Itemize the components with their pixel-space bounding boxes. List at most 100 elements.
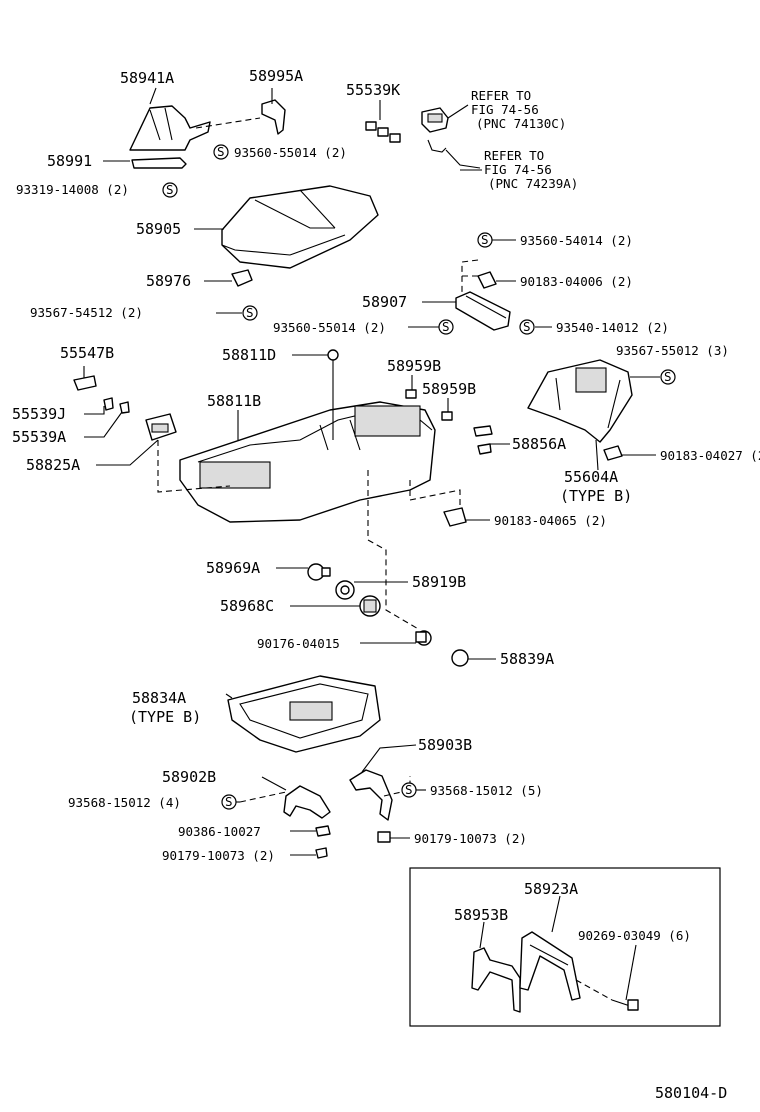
label-93567-55012: 93567-55012 (3) bbox=[616, 343, 729, 358]
label-93568-15012-left: 93568-15012 (4) bbox=[68, 795, 181, 810]
part-58968C-drawing bbox=[359, 595, 381, 617]
label-90386-10027: 90386-10027 bbox=[178, 824, 261, 839]
label-58811D: 58811D bbox=[222, 346, 276, 364]
label-58919B: 58919B bbox=[412, 573, 466, 591]
label-58811B: 58811B bbox=[207, 392, 261, 410]
part-58959B-1-drawing bbox=[405, 389, 417, 399]
label-90183-04065: 90183-04065 (2) bbox=[494, 513, 607, 528]
label-58991: 58991 bbox=[47, 152, 92, 170]
svg-text:S: S bbox=[664, 369, 672, 384]
label-58976: 58976 bbox=[146, 272, 191, 290]
label-58959B-2: 58959B bbox=[422, 380, 476, 398]
svg-text:S: S bbox=[405, 782, 413, 797]
label-55539K: 55539K bbox=[346, 81, 400, 99]
part-55604A-drawing bbox=[527, 359, 633, 443]
label-58907: 58907 bbox=[362, 293, 407, 311]
svg-text:S: S bbox=[523, 319, 531, 334]
label-refer1-line1: REFER TO bbox=[471, 88, 531, 103]
part-58969A-drawing bbox=[307, 563, 331, 581]
label-90183-04006: 90183-04006 (2) bbox=[520, 274, 633, 289]
label-58834A: 58834A bbox=[132, 689, 186, 707]
label-58825A: 58825A bbox=[26, 456, 80, 474]
label-refer2-line3: (PNC 74239A) bbox=[488, 176, 578, 191]
diagram-code: 580104-D bbox=[655, 1084, 727, 1102]
label-58941A: 58941A bbox=[120, 69, 174, 87]
svg-text:S: S bbox=[166, 182, 174, 197]
label-58905: 58905 bbox=[136, 220, 181, 238]
label-55604A-type: (TYPE B) bbox=[560, 487, 632, 505]
svg-text:S: S bbox=[442, 319, 450, 334]
refer-wire-drawing bbox=[427, 139, 481, 169]
part-90183-04006-drawing bbox=[477, 271, 497, 289]
label-refer1-line3: (PNC 74130C) bbox=[476, 116, 566, 131]
label-93560-55014-mid: 93560-55014 (2) bbox=[273, 320, 386, 335]
part-55547B-drawing bbox=[73, 375, 97, 391]
s-mark-icon: S bbox=[242, 305, 258, 321]
leader-dashed-center bbox=[367, 470, 421, 631]
label-55539A: 55539A bbox=[12, 428, 66, 446]
leader-dashed-hinge bbox=[461, 259, 479, 296]
refer-switch-drawing bbox=[421, 107, 449, 133]
part-58919B-drawing bbox=[335, 580, 355, 600]
label-90183-04027: 90183-04027 (2) bbox=[660, 448, 760, 463]
part-55539A-drawing bbox=[119, 401, 130, 414]
svg-text:S: S bbox=[217, 144, 225, 159]
label-58856A: 58856A bbox=[512, 435, 566, 453]
part-58991-drawing bbox=[131, 157, 187, 169]
s-mark-icon: S bbox=[213, 144, 229, 160]
part-90183-04027-drawing bbox=[603, 445, 623, 461]
part-58905-drawing bbox=[221, 185, 379, 269]
leader-dashed-inset bbox=[575, 979, 613, 1001]
part-58959B-2-drawing bbox=[441, 411, 453, 421]
svg-text:S: S bbox=[246, 305, 254, 320]
label-90179-10073-right: 90179-10073 (2) bbox=[414, 831, 527, 846]
label-58839A: 58839A bbox=[500, 650, 554, 668]
label-90179-10073-left: 90179-10073 (2) bbox=[162, 848, 275, 863]
label-58903B: 58903B bbox=[418, 736, 472, 754]
s-mark-icon: S bbox=[221, 794, 237, 810]
part-58811B-drawing bbox=[179, 401, 436, 523]
s-mark-icon: S bbox=[401, 782, 417, 798]
part-90269-03049-drawing bbox=[611, 999, 639, 1011]
part-58902B-drawing bbox=[283, 785, 331, 819]
s-mark-icon: S bbox=[660, 369, 676, 385]
leader-dashed-top bbox=[195, 117, 261, 129]
label-58959B-1: 58959B bbox=[387, 357, 441, 375]
leader-lines bbox=[83, 87, 660, 1001]
part-labels: 58941A 58995A 55539K REFER TO FIG 74-56 … bbox=[12, 67, 760, 1102]
label-refer2-line2: FIG 74-56 bbox=[484, 162, 552, 177]
part-58995A-drawing bbox=[261, 99, 286, 135]
inset-box bbox=[409, 867, 721, 1027]
label-55539J: 55539J bbox=[12, 405, 66, 423]
s-mark-icon: S bbox=[162, 182, 178, 198]
leader-dashed-04065 bbox=[409, 480, 461, 508]
part-58976-drawing bbox=[231, 269, 253, 287]
label-refer1-line2: FIG 74-56 bbox=[471, 102, 539, 117]
s-mark-icons: S S S S S S S S S bbox=[162, 144, 676, 810]
part-90183-04065-drawing bbox=[443, 507, 467, 527]
leader-dashed-58825A bbox=[157, 440, 231, 493]
label-58923A: 58923A bbox=[524, 880, 578, 898]
label-58968C: 58968C bbox=[220, 597, 274, 615]
part-55539K-drawing bbox=[365, 121, 401, 143]
part-55539J-drawing bbox=[103, 397, 114, 411]
part-90179-10073-right-drawing bbox=[377, 831, 391, 843]
label-93560-54014: 93560-54014 (2) bbox=[520, 233, 633, 248]
label-58953B: 58953B bbox=[454, 906, 508, 924]
part-58839A-drawing bbox=[451, 649, 469, 667]
part-90179-10073-left-drawing bbox=[315, 847, 328, 859]
s-mark-icon: S bbox=[477, 232, 493, 248]
part-58923A-drawing bbox=[519, 931, 581, 1001]
label-93567-54512: 93567-54512 (2) bbox=[30, 305, 143, 320]
label-55547B: 55547B bbox=[60, 344, 114, 362]
label-93319-14008: 93319-14008 (2) bbox=[16, 182, 129, 197]
part-90386-10027-drawing bbox=[315, 825, 331, 837]
part-58825A-drawing bbox=[145, 413, 177, 441]
s-mark-icon: S bbox=[519, 319, 535, 335]
label-58834A-type: (TYPE B) bbox=[129, 708, 201, 726]
label-58995A: 58995A bbox=[249, 67, 303, 85]
label-55604A: 55604A bbox=[564, 468, 618, 486]
label-58902B: 58902B bbox=[162, 768, 216, 786]
